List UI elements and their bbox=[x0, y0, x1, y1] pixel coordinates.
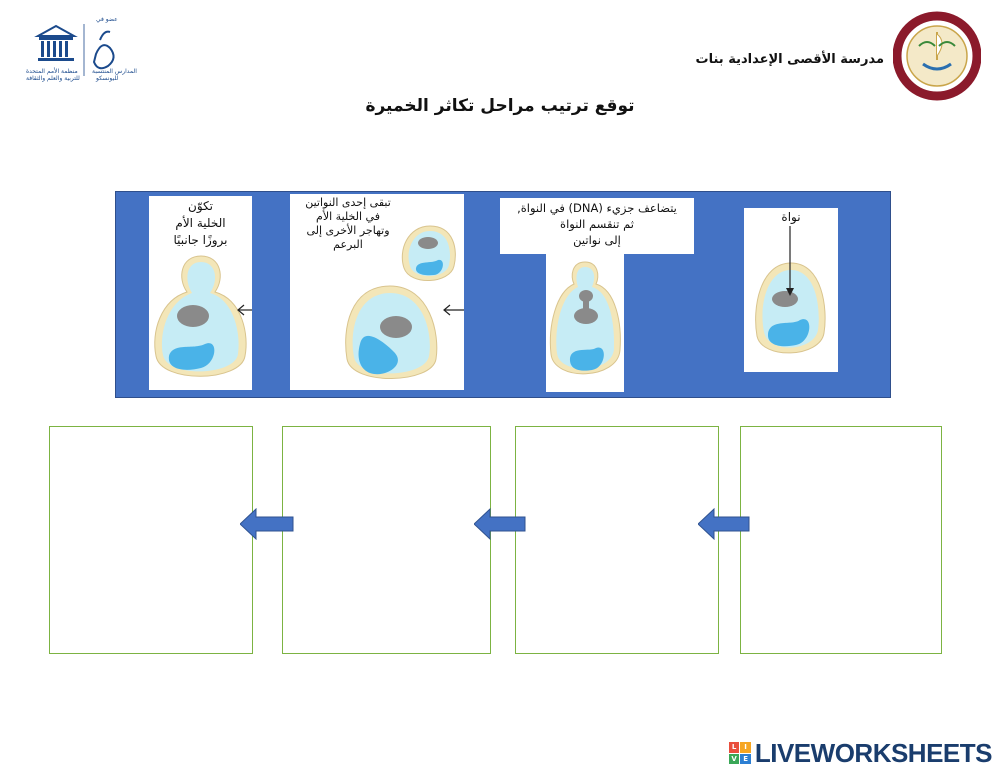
caption-line: وتهاجر الأخرى إلى bbox=[306, 224, 390, 237]
liveworksheets-wordmark: LIVEWORKSHEETS bbox=[754, 737, 993, 768]
block-arrow-left-icon bbox=[698, 508, 750, 540]
caption-line: البرعم bbox=[333, 238, 363, 251]
yeast-cell-bud-forming-icon bbox=[154, 255, 247, 377]
caption-line: تبقى إحدى النواتين bbox=[305, 196, 391, 209]
stage-caption-card-dna: يتضاعف جزيء (DNA) في النواة, ثم تنقسم ال… bbox=[500, 198, 694, 254]
logo-letter: E bbox=[740, 753, 751, 764]
caption-line: إلى نواتين bbox=[573, 233, 621, 247]
liveworksheets-logo-icon: L I V E bbox=[728, 742, 751, 764]
unesco-schools-line1: المدارس المنتسبة bbox=[92, 68, 137, 75]
yeast-cell-dividing-nucleus-icon bbox=[549, 261, 621, 375]
arrow-left-icon bbox=[237, 304, 252, 316]
stage-card-migration: تبقى إحدى النواتين في الخلية الأم وتهاجر… bbox=[290, 194, 464, 390]
stage-card-nucleus: نواة bbox=[744, 208, 838, 372]
unesco-org-line1: منظمة الأمم المتحدة bbox=[26, 68, 78, 75]
liveworksheets-brand[interactable]: L I V E LIVEWORKSHEETS bbox=[728, 737, 993, 768]
unesco-temple-icon bbox=[34, 24, 115, 76]
yeast-cell-single-icon bbox=[755, 226, 826, 354]
qatar-emblem-icon bbox=[892, 11, 982, 101]
unesco-member-text: عضو في bbox=[96, 16, 118, 23]
stage-card-bud: تكوّن الخلية الأم بروزًا جانبيًا bbox=[149, 196, 252, 390]
ministry-emblem bbox=[892, 10, 982, 102]
logo-letter: L bbox=[728, 742, 740, 753]
stage-caption: نواة bbox=[744, 210, 838, 224]
answer-box-3[interactable] bbox=[282, 426, 491, 654]
block-arrow-left-icon bbox=[474, 508, 526, 540]
unesco-org-line2: للتربية والعلم والثقافة bbox=[26, 75, 80, 82]
logo-letter: I bbox=[740, 742, 751, 753]
answer-box-4[interactable] bbox=[49, 426, 253, 654]
page-title: توقع ترتيب مراحل تكاثر الخميرة bbox=[365, 96, 635, 116]
stage-caption: يتضاعف جزيء (DNA) في النواة, ثم تنقسم ال… bbox=[500, 200, 694, 248]
block-arrow-left-icon bbox=[240, 508, 294, 540]
logo-letter: V bbox=[728, 753, 740, 764]
school-name: مدرسة الأقصى الإعدادية بنات bbox=[695, 52, 884, 67]
caption-line: ثم تنقسم النواة bbox=[560, 217, 634, 231]
stage-caption: تكوّن الخلية الأم بروزًا جانبيًا bbox=[149, 198, 252, 249]
arrow-left-icon bbox=[443, 304, 464, 316]
yeast-cell-budding-icon bbox=[345, 225, 456, 379]
caption-line: الخلية الأم bbox=[175, 216, 226, 230]
caption-line: في الخلية الأم bbox=[316, 210, 380, 223]
answer-box-1[interactable] bbox=[740, 426, 942, 654]
unesco-logo: عضو في منظمة الأمم المتحدة للتربية والعل… bbox=[26, 14, 137, 84]
caption-line: يتضاعف جزيء (DNA) في النواة, bbox=[517, 201, 677, 215]
unesco-schools-line2: لليونسكو bbox=[96, 75, 119, 82]
caption-line: نواة bbox=[781, 210, 801, 224]
caption-line: بروزًا جانبيًا bbox=[173, 233, 228, 247]
stage-card-dna bbox=[546, 254, 624, 392]
caption-line: تكوّن bbox=[188, 199, 213, 213]
stage-caption: تبقى إحدى النواتين في الخلية الأم وتهاجر… bbox=[290, 196, 406, 252]
answer-box-2[interactable] bbox=[515, 426, 719, 654]
